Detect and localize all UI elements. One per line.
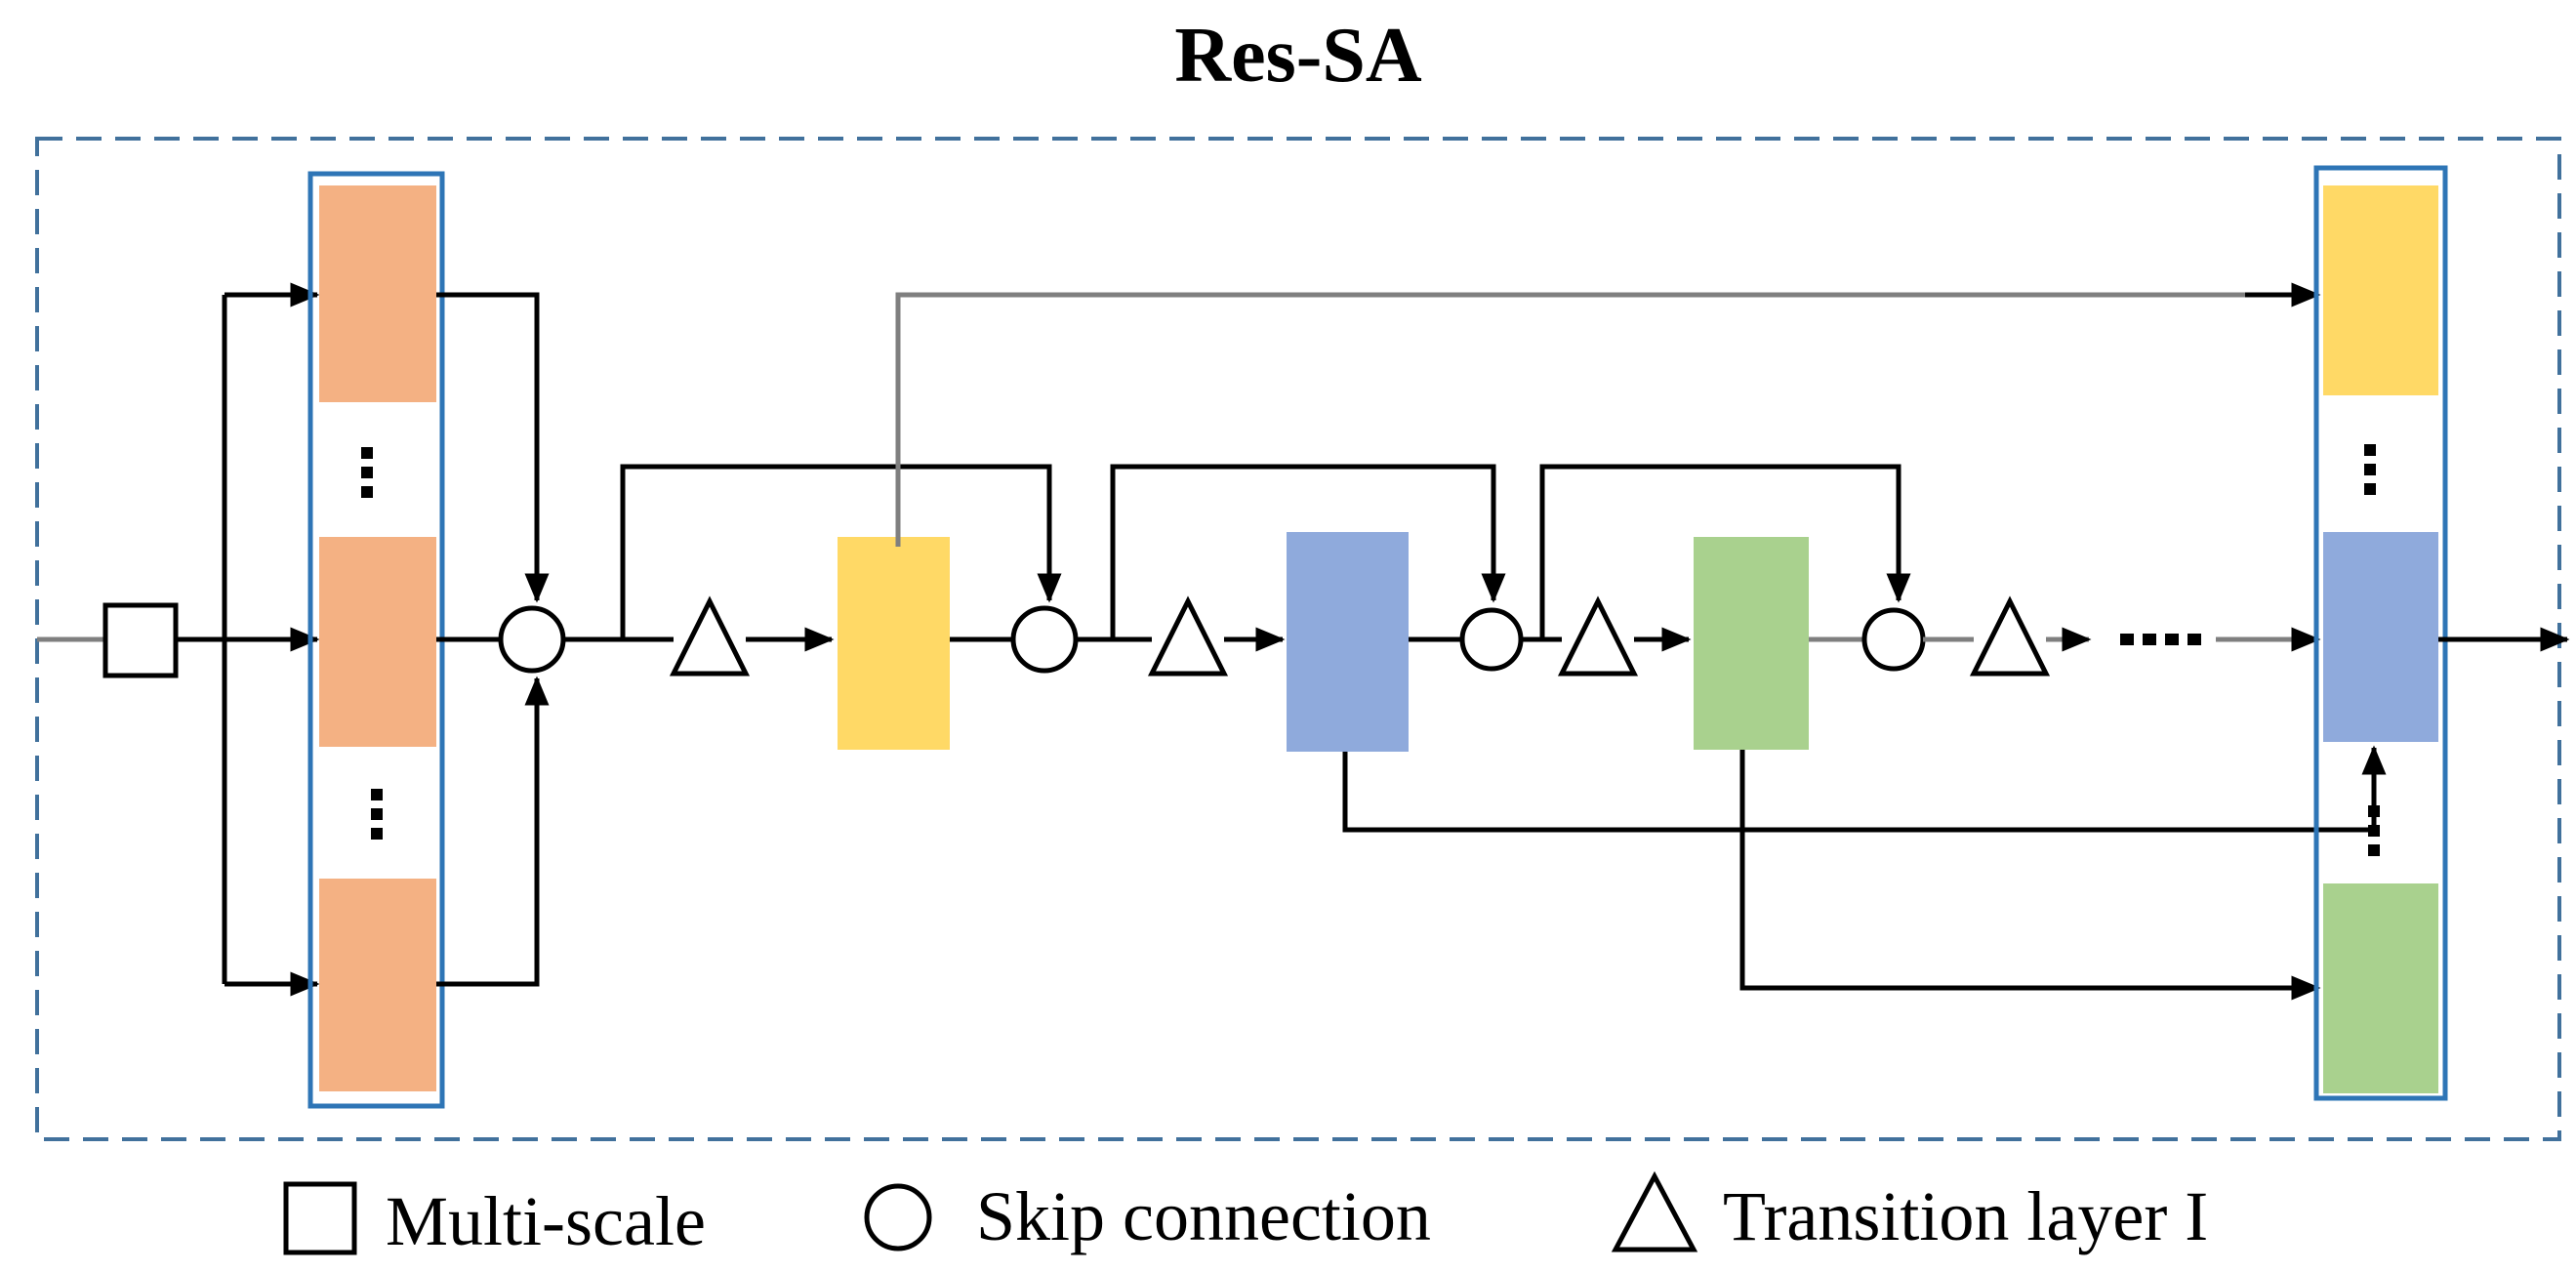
multi-scale-branches: [222, 282, 320, 997]
orange-block-top: [319, 185, 436, 402]
transition-triangle-icon: [669, 595, 751, 677]
skip-connection-circle-icon: [1861, 607, 1926, 672]
transition-triangle-icon: [1557, 595, 1639, 677]
concat-group-border: [2313, 165, 2448, 1101]
transition-triangle-icon: [1147, 595, 1229, 677]
skip-connection-circle-icon: [498, 605, 566, 674]
skip-connection-circle-icon: [1010, 605, 1079, 674]
transition-triangle-icon: [1969, 595, 2051, 677]
yellow-block: [838, 537, 950, 750]
multi-scale-square-icon: [102, 602, 179, 678]
green-block: [1694, 537, 1809, 750]
right-yellow-block: [2323, 185, 2438, 395]
legend-multi-scale-label: Multi-scale: [386, 1182, 706, 1260]
merge-paths: [436, 292, 550, 987]
legend-square-icon: [283, 1181, 357, 1255]
legend: Multi-scale Skip connection Transition l…: [283, 1170, 2208, 1260]
right-green-block: [2323, 883, 2438, 1093]
vertical-ellipsis-icon: [2368, 805, 2380, 856]
orange-block-bottom: [319, 879, 436, 1091]
vertical-ellipsis-icon: [361, 447, 373, 498]
legend-skip-connection-label: Skip connection: [976, 1177, 1431, 1255]
input-path: [37, 602, 225, 678]
legend-circle-icon: [864, 1183, 932, 1251]
diagram-title: Res-SA: [1174, 13, 1422, 99]
right-blue-block: [2323, 532, 2438, 742]
vertical-ellipsis-icon: [371, 789, 383, 840]
horizontal-ellipsis-icon: [2120, 634, 2201, 645]
legend-triangle-icon: [1611, 1170, 1698, 1252]
orange-block-middle: [319, 537, 436, 747]
vertical-ellipsis-icon: [2364, 444, 2376, 495]
legend-transition-label: Transition layer I: [1723, 1177, 2208, 1255]
skip-connection-circle-icon: [1459, 607, 1524, 672]
blue-block: [1287, 532, 1409, 752]
